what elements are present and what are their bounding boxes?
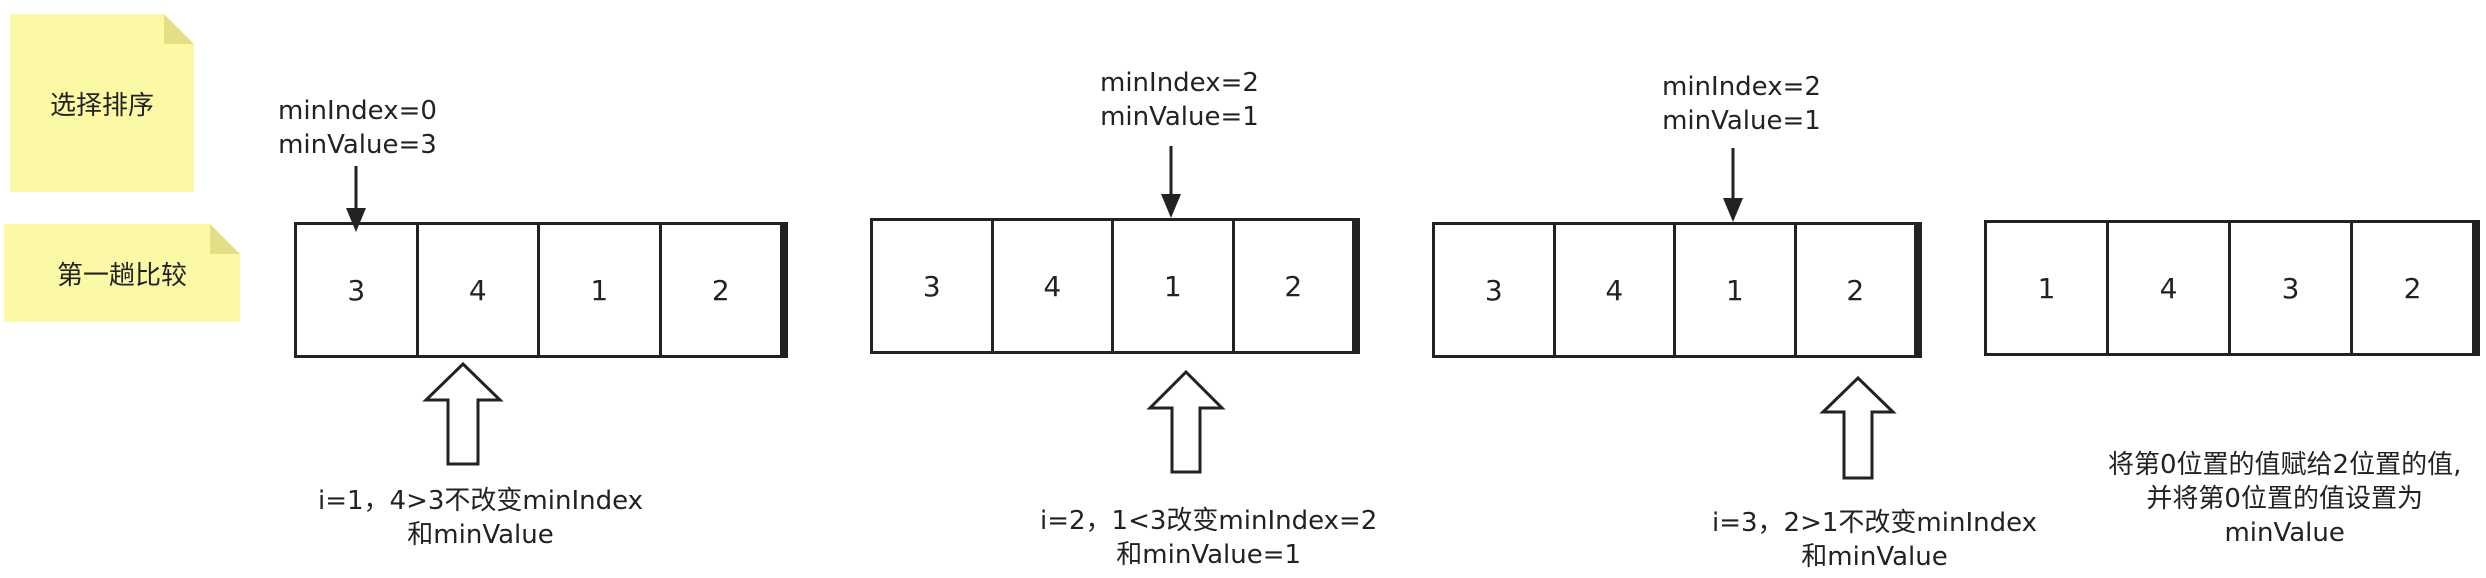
page-fold-icon [210, 224, 240, 254]
array-cell: 3 [297, 225, 419, 355]
pointer-min-value: minValue=1 [1100, 102, 1259, 132]
caption-step-4: 将第0位置的值赋给2位置的值, 并将第0位置的值设置为 minValue [2108, 448, 2461, 550]
array-step-4: 1 4 3 2 [1984, 220, 2480, 356]
array-cell: 3 [1435, 225, 1556, 355]
sticky-note-round: 第一趟比较 [4, 224, 240, 322]
caption-step-3: i=3，2>1不改变minIndex 和minValue [1712, 506, 2037, 574]
caption-line: 和minValue [407, 520, 554, 550]
array-cell: 4 [2109, 223, 2231, 353]
caption-line: 和minValue=1 [1116, 540, 1302, 570]
caption-line: 和minValue [1801, 542, 1948, 572]
array-step-1: 3 4 1 2 [294, 222, 788, 358]
array-cell: 2 [1235, 221, 1357, 351]
caption-step-2: i=2，1<3改变minIndex=2 和minValue=1 [1040, 504, 1377, 572]
pointer-label-step-2: minIndex=2 minValue=1 [1100, 66, 1259, 134]
pointer-min-value: minValue=1 [1662, 106, 1821, 136]
caption-line: i=3，2>1不改变minIndex [1712, 508, 2038, 538]
hollow-up-arrow-icon [1819, 375, 1897, 480]
pointer-min-index: minIndex=0 [278, 96, 437, 126]
array-step-3: 3 4 1 2 [1432, 222, 1922, 358]
array-cell: 2 [662, 225, 785, 355]
array-cell: 1 [1676, 225, 1797, 355]
down-arrow-icon [1723, 148, 1743, 222]
caption-step-1: i=1，4>3不改变minIndex 和minValue [318, 484, 643, 552]
caption-line: minValue [2224, 518, 2345, 548]
hollow-up-arrow-icon [422, 361, 504, 466]
note-title-text: 选择排序 [49, 90, 154, 121]
caption-line: i=2，1<3改变minIndex=2 [1040, 506, 1378, 536]
array-cell: 1 [540, 225, 662, 355]
pointer-min-index: minIndex=2 [1100, 68, 1259, 98]
pointer-min-value: minValue=3 [278, 130, 437, 160]
array-cell: 2 [2353, 223, 2477, 353]
array-cell: 3 [873, 221, 994, 351]
page-fold-icon [164, 14, 194, 44]
array-cell: 2 [1797, 225, 1919, 355]
array-step-2: 3 4 1 2 [870, 218, 1360, 354]
array-cell: 3 [2231, 223, 2353, 353]
down-arrow-icon [1161, 146, 1181, 218]
array-cell: 1 [1987, 223, 2109, 353]
pointer-label-step-3: minIndex=2 minValue=1 [1662, 70, 1821, 138]
array-cell: 1 [1114, 221, 1235, 351]
array-cell: 4 [994, 221, 1114, 351]
note-round-text: 第一趟比较 [56, 260, 187, 291]
pointer-label-step-1: minIndex=0 minValue=3 [278, 94, 437, 162]
array-cell: 4 [1556, 225, 1676, 355]
hollow-up-arrow-icon [1146, 369, 1226, 474]
caption-line: i=1，4>3不改变minIndex [318, 486, 644, 516]
sticky-note-title: 选择排序 [10, 14, 194, 192]
caption-line: 并将第0位置的值设置为 [2146, 484, 2423, 514]
array-cell: 4 [419, 225, 540, 355]
pointer-min-index: minIndex=2 [1662, 72, 1821, 102]
down-arrow-icon [346, 166, 366, 232]
caption-line: 将第0位置的值赋给2位置的值, [2108, 450, 2462, 480]
